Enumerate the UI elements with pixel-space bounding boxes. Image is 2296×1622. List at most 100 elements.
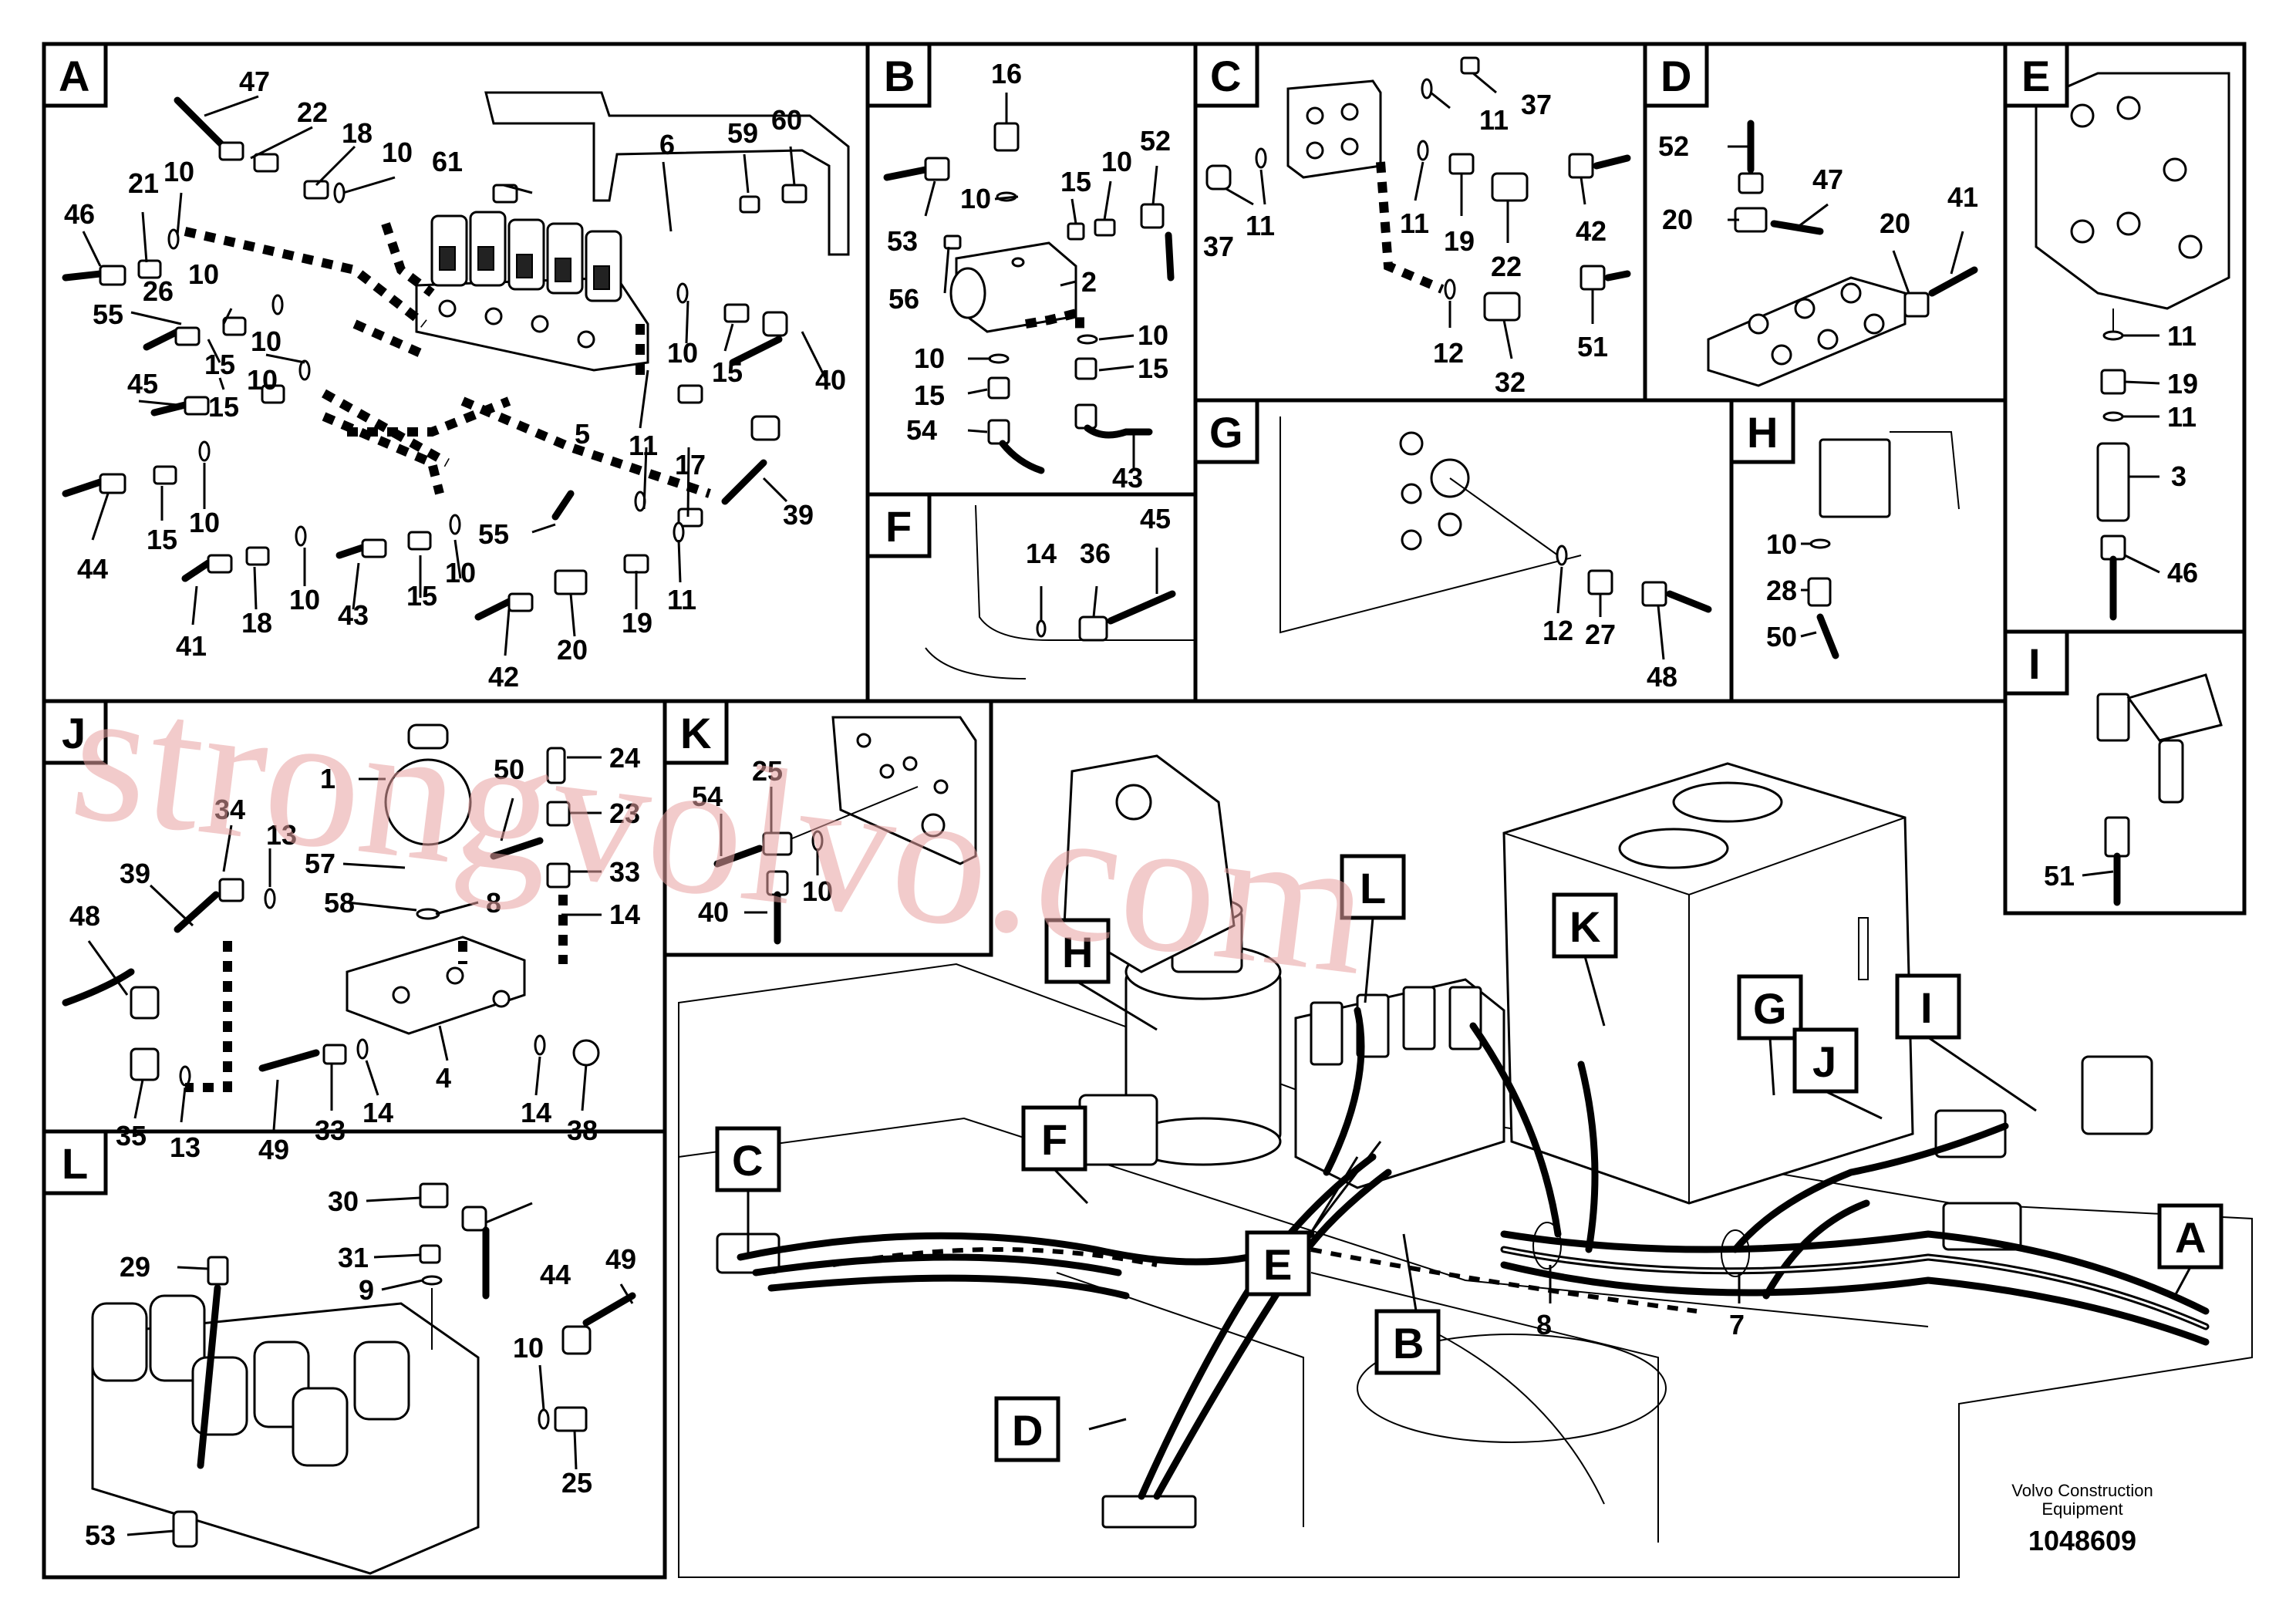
panel-tag-c: C xyxy=(1210,52,1241,100)
part-number: 25 xyxy=(561,1467,592,1499)
part-number: 1 xyxy=(320,763,335,794)
part-numbers-g: 12 27 48 xyxy=(1542,615,1677,693)
part-number: 3 xyxy=(2171,460,2186,492)
callout-f: F xyxy=(1041,1115,1067,1164)
part-number: 11 xyxy=(1479,104,1509,136)
part-numbers-e: 11 19 11 3 46 xyxy=(2167,320,2198,588)
part-number: 12 xyxy=(1433,337,1464,369)
part-number: 42 xyxy=(1576,215,1607,247)
part-number: 15 xyxy=(147,524,177,555)
part-number: 10 xyxy=(1766,528,1797,560)
panel-i xyxy=(2096,673,2223,906)
part-number: 38 xyxy=(567,1114,598,1146)
part-number: 27 xyxy=(1585,619,1616,650)
footer: Volvo Construction Equipment 1048609 xyxy=(2011,1481,2153,1556)
part-number: 54 xyxy=(692,781,723,812)
part-number: 50 xyxy=(1766,621,1797,653)
part-number: 4 xyxy=(436,1062,451,1094)
callout-d: D xyxy=(1012,1406,1043,1455)
part-number: 46 xyxy=(64,198,95,230)
part-number: 53 xyxy=(887,225,918,257)
part-number: 52 xyxy=(1140,125,1171,157)
panel-tag-l: L xyxy=(62,1139,88,1188)
part-number: 34 xyxy=(214,794,245,825)
part-numbers-k: 25 54 10 40 xyxy=(692,755,833,928)
fittings xyxy=(99,141,807,612)
brand-line-2: Equipment xyxy=(2041,1499,2122,1519)
part-number: 48 xyxy=(69,900,100,932)
part-number: 16 xyxy=(991,58,1022,89)
part-number: 11 xyxy=(1400,207,1429,239)
document-number: 1048609 xyxy=(2028,1525,2136,1556)
part-number: 39 xyxy=(120,858,150,889)
callout-l: L xyxy=(1360,864,1386,912)
panel-tag-a: A xyxy=(59,52,89,100)
part-number: 10 xyxy=(1138,319,1168,351)
part-number: 10 xyxy=(1101,146,1132,177)
part-number: 49 xyxy=(258,1134,289,1165)
part-numbers-b: 16 52 10 15 10 53 56 2 10 10 15 15 54 43 xyxy=(887,58,1171,494)
callout-a: A xyxy=(2175,1213,2206,1262)
part-number: 19 xyxy=(622,607,652,639)
callout-h: H xyxy=(1062,928,1093,976)
o-rings xyxy=(167,182,689,547)
part-number: 17 xyxy=(675,449,706,481)
part-number: 20 xyxy=(1880,207,1910,239)
part-number: 10 xyxy=(914,342,945,374)
swing-motor xyxy=(1124,897,1282,1166)
leader-lines xyxy=(82,72,2160,1536)
part-number: 10 xyxy=(960,183,991,214)
part-number: 12 xyxy=(1542,615,1573,646)
part-numbers-f: 14 36 45 xyxy=(1026,503,1171,569)
part-number: 51 xyxy=(1577,331,1608,363)
part-number: 10 xyxy=(251,325,282,357)
part-number: 31 xyxy=(338,1242,369,1273)
callout-i: I xyxy=(1920,983,1933,1032)
part-number: 50 xyxy=(494,754,524,785)
part-number: 19 xyxy=(2167,368,2198,400)
panel-c xyxy=(1205,56,1631,322)
part-number: 11 xyxy=(667,584,696,615)
part-number: 33 xyxy=(609,856,640,888)
part-number: 10 xyxy=(164,156,194,187)
panel-tag-k: K xyxy=(680,709,711,757)
part-number: 57 xyxy=(305,848,335,879)
part-number: 40 xyxy=(815,364,846,396)
panel-tag-d: D xyxy=(1660,52,1691,100)
panel-tag-f: F xyxy=(885,502,912,551)
part-number: 43 xyxy=(1112,462,1143,494)
part-number: 55 xyxy=(93,298,123,330)
part-number: 48 xyxy=(1647,661,1677,693)
part-number: 22 xyxy=(1491,251,1522,282)
solenoid-valve-block xyxy=(415,211,649,372)
part-number: 11 xyxy=(2167,320,2197,352)
part-number: 15 xyxy=(406,580,437,612)
part-number: 54 xyxy=(906,414,937,446)
part-number: 40 xyxy=(698,896,729,928)
part-number: 52 xyxy=(1658,130,1689,162)
callout-c: C xyxy=(732,1136,763,1185)
part-number: 45 xyxy=(127,368,158,400)
part-number: 13 xyxy=(266,819,297,851)
part-number: 8 xyxy=(1536,1309,1552,1340)
panel-j xyxy=(62,723,600,1092)
part-number: 46 xyxy=(2167,557,2198,588)
part-number: 55 xyxy=(478,518,509,550)
part-number: 25 xyxy=(752,755,783,787)
part-number: 28 xyxy=(1766,575,1797,606)
part-number: 15 xyxy=(1060,166,1091,197)
panel-g xyxy=(1279,416,1712,634)
panel-a xyxy=(62,91,850,621)
part-number: 11 xyxy=(629,430,658,461)
part-number: 10 xyxy=(189,507,220,538)
part-number: 7 xyxy=(1729,1309,1745,1340)
part-number: 18 xyxy=(241,607,272,639)
part-number: 15 xyxy=(1138,352,1168,384)
part-number: 37 xyxy=(1521,89,1552,120)
part-number: 22 xyxy=(297,96,328,128)
part-number: 43 xyxy=(338,599,369,631)
panel-e xyxy=(2035,72,2230,621)
part-number: 10 xyxy=(382,137,413,168)
block-4 xyxy=(346,936,526,1035)
